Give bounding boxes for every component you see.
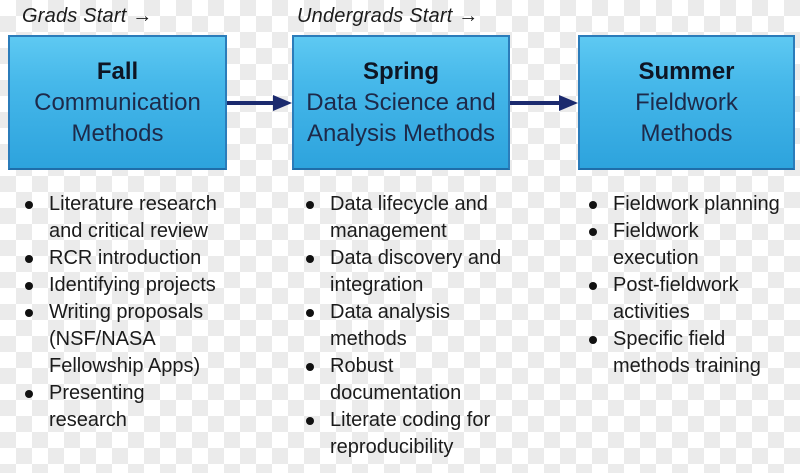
list-item: Robust documentation: [303, 353, 535, 407]
stage-title-spring: Spring: [363, 58, 439, 85]
grads-start-label: Grads Start →: [22, 5, 153, 27]
list-item: Identifying projects: [22, 272, 254, 299]
stage-subtitle-summer: Fieldwork Methods: [635, 89, 738, 147]
list-item: Data lifecycle and management: [303, 191, 535, 245]
list-item: Specific field methods training: [586, 326, 798, 380]
stage-subtitle-spring: Data Science and Analysis Methods: [306, 89, 496, 147]
flow-arrow-icon: [227, 95, 292, 111]
stage-title-fall: Fall: [96, 58, 139, 85]
list-item: Literature research and critical review: [22, 191, 254, 245]
list-item: Writing proposals (NSF/NASA Fellowship A…: [22, 299, 254, 380]
list-item: Literate coding for reproducibility: [303, 407, 535, 461]
flow-arrow-icon: [510, 95, 578, 111]
stage-subtitle-fall: Communication Methods: [34, 89, 201, 147]
arrow-shaft: [510, 101, 561, 105]
stage-title-summer: Summer: [638, 58, 735, 85]
stage-box-spring: Spring Data Science and Analysis Methods: [292, 35, 510, 170]
list-item: Data analysis methods: [303, 299, 535, 353]
stage-box-fall: Fall Communication Methods: [8, 35, 227, 170]
arrow-head: [273, 95, 292, 111]
list-item: Fieldwork planning: [586, 191, 798, 218]
list-item: Post-fieldwork activities: [586, 272, 798, 326]
arrow-shaft: [227, 101, 275, 105]
list-item: RCR introduction: [22, 245, 254, 272]
list-item: Presenting research: [22, 380, 254, 434]
list-item: Fieldwork execution: [586, 218, 798, 272]
list-item: Data discovery and integration: [303, 245, 535, 299]
arrow-head: [559, 95, 578, 111]
undergrads-start-label: Undergrads Start →: [297, 5, 479, 27]
stage-box-summer: Summer Fieldwork Methods: [578, 35, 795, 170]
